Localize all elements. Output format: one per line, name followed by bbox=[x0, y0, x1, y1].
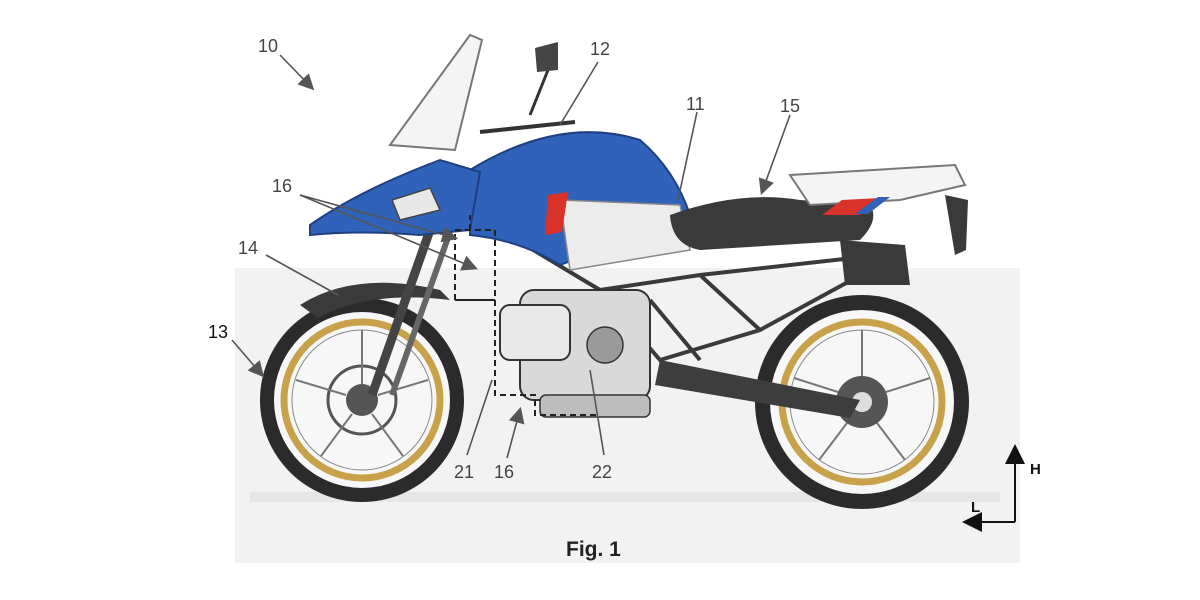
coordinate-axes: H L bbox=[962, 444, 1041, 532]
leader-16-bottom bbox=[506, 406, 525, 459]
leader-15 bbox=[758, 114, 791, 196]
ref-21: 21 bbox=[454, 462, 474, 482]
ref-16-top: 16 bbox=[272, 176, 292, 196]
dashed-region-16 bbox=[454, 215, 600, 416]
axis-label-l: L bbox=[971, 499, 980, 516]
headlight bbox=[391, 187, 442, 221]
engine bbox=[499, 289, 651, 418]
tail-stripes bbox=[822, 198, 880, 215]
ref-13: 13 bbox=[208, 322, 228, 342]
front-fork bbox=[367, 228, 453, 397]
leader-lines bbox=[231, 54, 791, 459]
tank-side-panel bbox=[559, 199, 691, 271]
figure-caption: Fig. 1 bbox=[566, 538, 621, 561]
pannier-rail bbox=[840, 240, 910, 285]
ref-22: 22 bbox=[592, 462, 612, 482]
swingarm bbox=[655, 360, 860, 418]
windscreen bbox=[388, 33, 484, 152]
leader-14 bbox=[265, 254, 339, 296]
tail-light bbox=[945, 195, 968, 255]
front-wheel bbox=[260, 298, 464, 502]
ref-16-bottom: 16 bbox=[494, 462, 514, 482]
leader-13 bbox=[231, 339, 265, 378]
seat bbox=[670, 197, 874, 250]
leader-16-top-b bbox=[299, 194, 478, 271]
leader-12 bbox=[559, 61, 599, 126]
rear-wheel bbox=[755, 295, 969, 509]
tail-stripes-blue bbox=[855, 197, 890, 214]
handlebar bbox=[479, 42, 576, 134]
ref-14: 14 bbox=[238, 238, 258, 258]
ref-11: 11 bbox=[686, 94, 705, 114]
motorcycle bbox=[260, 33, 969, 509]
ref-12: 12 bbox=[590, 39, 610, 59]
ground-shadow bbox=[250, 492, 1000, 502]
front-fairing bbox=[309, 158, 482, 237]
leader-10 bbox=[279, 54, 315, 91]
ref-15: 15 bbox=[780, 96, 800, 116]
leader-21 bbox=[466, 379, 493, 456]
leader-11 bbox=[677, 111, 698, 201]
rear-rack bbox=[788, 163, 967, 207]
ref-10: 10 bbox=[258, 36, 278, 56]
leader-16-top-a bbox=[299, 194, 459, 243]
tank-red-accent bbox=[545, 192, 568, 235]
axis-label-h: H bbox=[1030, 461, 1041, 478]
leader-22 bbox=[589, 369, 605, 456]
reference-numerals: 10 12 11 15 16 14 13 21 16 22 bbox=[208, 36, 800, 482]
